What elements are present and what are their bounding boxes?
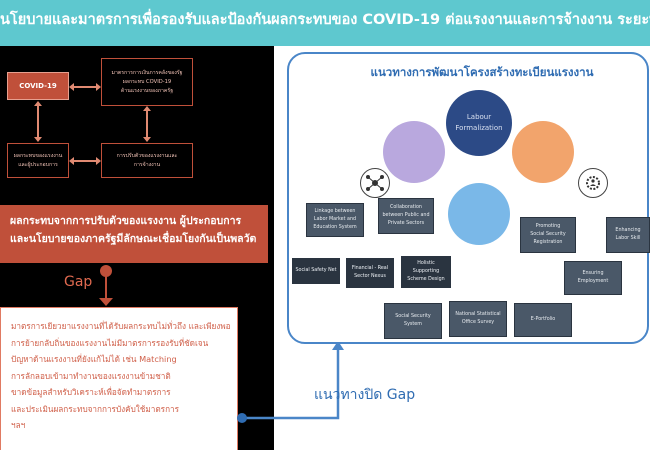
- box-text: Promoting: [535, 224, 561, 229]
- employ-line: การจ้างงาน: [133, 161, 161, 168]
- box-text: Office Survey: [461, 320, 495, 325]
- employment-adjust-box: การปรับตัวของแรงงานและ การจ้างงาน: [101, 143, 193, 178]
- box-text: Labor Skill: [615, 236, 641, 241]
- gap-item: ขาดข้อมูลสำหรับวิเคราะห์เพื่อจัดทำมาตรกา…: [11, 387, 171, 397]
- impact-line: ผลกระทบจากการปรับตัวของแรงงาน ผู้ประกอบก…: [10, 215, 242, 227]
- measure-line: มาตรการการเงินการคลังของรัฐ: [111, 69, 183, 76]
- arrowhead: [34, 101, 42, 106]
- box-text: Employment: [577, 279, 609, 284]
- arrow-covid-labor: [37, 105, 39, 139]
- arrowhead: [96, 83, 101, 91]
- arrowhead: [143, 137, 151, 142]
- arrowhead: [34, 137, 42, 142]
- box-text: System: [404, 322, 422, 327]
- box-text: Social Security: [395, 314, 431, 319]
- box-text: Social Safety Net: [295, 268, 337, 273]
- employ-line: การปรับตัวของแรงงานและ: [116, 152, 178, 159]
- circle-orange: [512, 121, 574, 183]
- box-text: National Statistical: [455, 312, 501, 317]
- box-eportfolio: E-Portfolio: [514, 303, 572, 337]
- gap-dot: [100, 265, 112, 277]
- arrow-labor-employ: [72, 160, 98, 162]
- arrow-covid-measure: [72, 86, 98, 88]
- box-text: Collaboration: [390, 205, 422, 210]
- gap-item: มาตรการเยียวยาแรงงานที่ได้รับผลกระทบไม่ท…: [11, 321, 231, 331]
- box-text: Registration: [533, 240, 563, 245]
- gap-list-box: มาตรการเยียวยาแรงงานที่ได้รับผลกระทบไม่ท…: [0, 307, 238, 450]
- labor-impact-box: ผลกระทบของแรงงาน และผู้ประกอบการ: [7, 143, 69, 178]
- network-icon: [360, 168, 390, 198]
- diagram-title: แนวทางการพัฒนาโครงสร้างทะเบียนแรงงาน: [370, 65, 594, 79]
- circle-text: Formalization: [455, 124, 503, 132]
- bridge-label: แนวทางปิด Gap: [314, 387, 416, 403]
- arrow-measure-employ: [146, 110, 148, 139]
- gap-label: Gap: [64, 274, 93, 290]
- box-text: Enhancing: [615, 228, 641, 233]
- gear-people-icon: [578, 168, 608, 198]
- gap-item: และประเมินผลกระทบจากการบังคับใช้มาตรการ: [11, 403, 180, 414]
- box-text: Sector Nexus: [354, 274, 386, 279]
- measure-line: ด้านแรงงานของภาครัฐ: [120, 87, 174, 94]
- labor-line: และผู้ประกอบการ: [18, 161, 58, 168]
- page-title: นโยบายและมาตรการเพื่อรองรับและป้องกันผลก…: [0, 12, 650, 28]
- impact-line: และนโยบายของภาครัฐมีลักษณะเชื่อมโยงกันเป…: [10, 233, 257, 245]
- impact-banner: ผลกระทบจากการปรับตัวของแรงงาน ผู้ประกอบก…: [0, 205, 268, 263]
- box-text: Financial - Real: [351, 266, 389, 271]
- box-text: Private Sectors: [387, 221, 425, 226]
- box-text: between Public and: [382, 213, 430, 218]
- gap-arrowhead: [99, 298, 113, 306]
- arrowhead: [69, 157, 74, 165]
- box-social-safety: Social Safety Net: [292, 258, 340, 284]
- circle-text: Labour: [466, 113, 492, 121]
- gap-connector: [105, 276, 107, 302]
- government-measure-box: มาตรการการเงินการคลังของรัฐ ผลกระทบ COVI…: [101, 58, 193, 106]
- box-text: Holistic Supporting: [412, 261, 440, 274]
- box-text: Labor Market and: [313, 217, 357, 222]
- box-text: Social Security: [530, 232, 566, 237]
- box-text: E-Portfolio: [530, 317, 556, 322]
- gap-item: การลักลอบเข้ามาทำงานของแรงงานข้ามชาติ: [11, 370, 171, 381]
- arrowhead: [69, 83, 74, 91]
- arrowhead: [96, 157, 101, 165]
- measure-line: ผลกระทบ COVID-19: [122, 78, 172, 85]
- circle-labour-formalization: Labour Formalization: [446, 90, 512, 156]
- box-text: Education System: [313, 225, 357, 230]
- box-text: Linkage between: [314, 209, 356, 214]
- arrowhead: [143, 106, 151, 111]
- box-text: Scheme Design: [407, 277, 445, 282]
- box-text: Ensuring: [582, 271, 604, 276]
- circle-light-blue: [448, 183, 510, 245]
- gap-item: การย้ายกลับถิ่นของแรงงานไม่มีมาตรการรองร…: [11, 337, 209, 348]
- covid-box: COVID-19: [7, 72, 69, 100]
- header-bar: นโยบายและมาตรการเพื่อรองรับและป้องกันผลก…: [0, 0, 650, 46]
- labor-line: ผลกระทบของแรงงาน: [13, 152, 63, 159]
- gap-item: ปัญหาด้านแรงงานที่ยังแก้ไม่ได้ เช่น Matc…: [11, 354, 177, 364]
- gap-item: ฯลฯ: [11, 420, 26, 430]
- circle-purple: [383, 121, 445, 183]
